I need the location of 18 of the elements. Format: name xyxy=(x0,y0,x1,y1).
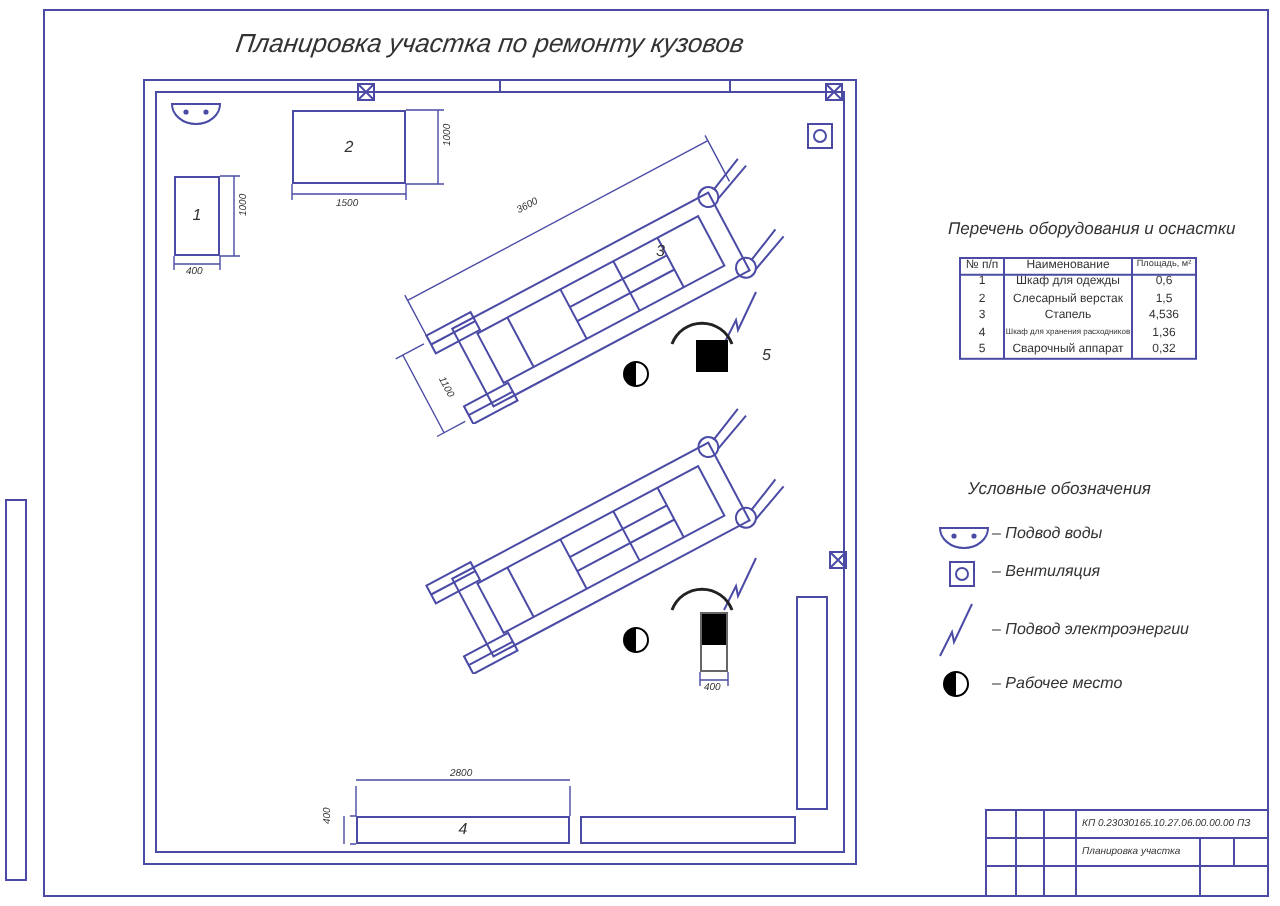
legend-label: – Подвод электроэнергии xyxy=(992,622,1189,638)
table-caption: Перечень оборудования и оснастки xyxy=(948,220,1236,237)
legend-label: – Вентиляция xyxy=(992,564,1101,580)
cabinet-box xyxy=(174,176,220,256)
item-number: 2 xyxy=(344,139,354,155)
storage-box xyxy=(356,816,570,844)
item-number: 4 xyxy=(458,822,468,838)
storage-box xyxy=(580,816,796,844)
drawing-title: Планировка участка по ремонту кузовов xyxy=(234,30,746,56)
item-number: 1 xyxy=(192,208,202,224)
item-number: 5 xyxy=(762,348,771,364)
legend-heading: Условные обозначения xyxy=(968,480,1151,497)
welder-box xyxy=(700,612,728,672)
workbench-box xyxy=(292,110,406,184)
legend-label: – Рабочее место xyxy=(992,676,1123,692)
legend-label: – Подвод воды xyxy=(992,526,1103,542)
bench-box xyxy=(796,596,828,810)
item-number: 3 xyxy=(656,244,665,260)
